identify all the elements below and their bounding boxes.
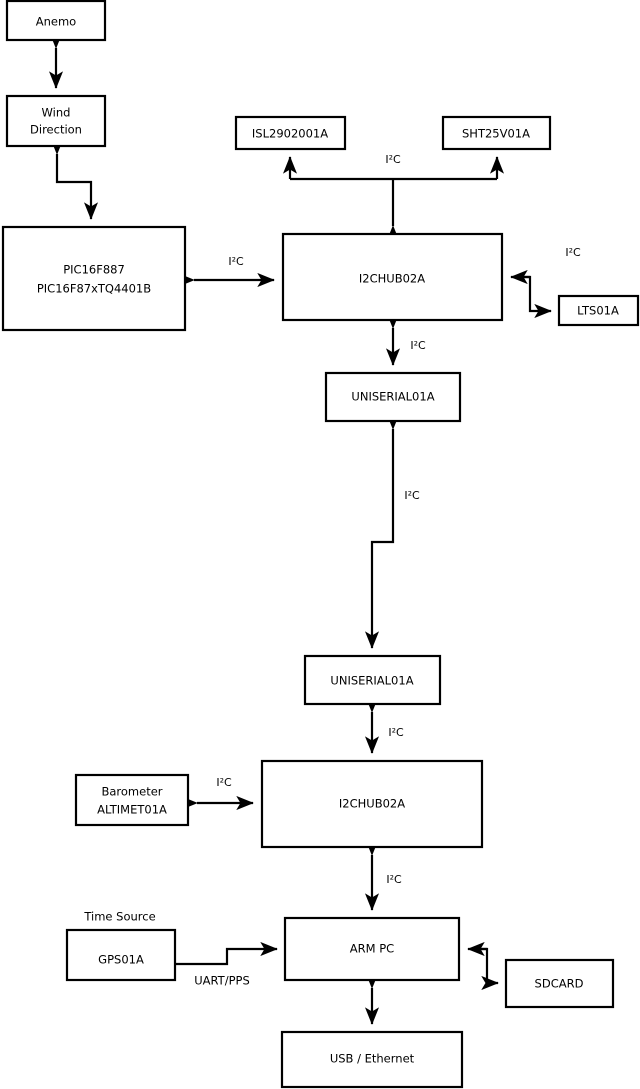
node-label-lts01a: LTS01A	[577, 304, 619, 318]
node-label-isl2902001a: ISL2902001A	[252, 127, 328, 141]
node-box[interactable]	[557, 294, 640, 327]
edge-path-to-lts	[519, 275, 552, 319]
edge-i2chub-uniserial-upper: I²C	[385, 311, 426, 366]
node-label-wind-direction-line2: Direction	[30, 123, 82, 137]
edge-label-hub-lts: I²C	[565, 246, 581, 259]
label-uart-pps: UART/PPS	[194, 974, 250, 988]
node-box[interactable]	[280, 1030, 464, 1089]
node-label-usb-ethernet: USB / Ethernet	[330, 1052, 415, 1066]
node-box[interactable]	[234, 115, 347, 151]
edge-path	[175, 941, 278, 966]
node-box[interactable]	[324, 371, 462, 423]
edge-label-barometer-hub2: I²C	[216, 776, 232, 789]
node-i2chub02a-top[interactable]: I2CHUB02A	[281, 232, 504, 322]
edge-uniserial-i2chub-lower: I²C	[364, 695, 404, 754]
edge-gps-armpc	[175, 941, 278, 966]
edge-path	[49, 137, 99, 220]
node-label-uniserial01a-upper: UNISERIAL01A	[351, 390, 434, 404]
node-wind-direction[interactable]: Wind Direction	[5, 94, 107, 148]
node-lts01a[interactable]: LTS01A	[557, 294, 640, 327]
edge-label-hub2-armpc: I²C	[386, 873, 402, 886]
edge-i2chub-lts01a: I²C	[510, 246, 581, 319]
node-gps01a[interactable]: GPS01A	[65, 928, 177, 982]
edge-barometer-i2chub-lower: I²C	[180, 776, 254, 811]
node-label-arm-pc: ARM PC	[350, 942, 394, 956]
node-anemo[interactable]: Anemo	[5, 0, 107, 42]
node-label-sdcard: SDCARD	[535, 977, 584, 991]
node-label-sht25v01a: SHT25V01A	[462, 127, 530, 141]
node-label-gps01a: GPS01A	[98, 953, 144, 967]
node-box[interactable]	[283, 916, 461, 982]
node-box[interactable]	[441, 115, 552, 151]
node-label-uniserial01a-lower: UNISERIAL01A	[330, 674, 413, 688]
node-uniserial01a-lower[interactable]: UNISERIAL01A	[303, 654, 442, 706]
edges-layer: I²C I²C I²C I²C	[48, 31, 581, 1025]
edge-i2chub-armpc: I²C	[364, 838, 402, 911]
node-uniserial01a-upper[interactable]: UNISERIAL01A	[324, 371, 462, 423]
node-box[interactable]	[1, 225, 187, 332]
edge-uniserial-uniserial-link: I²C	[364, 412, 420, 649]
node-barometer-altimet01a[interactable]: Barometer ALTIMET01A	[74, 773, 190, 827]
node-box[interactable]	[260, 759, 484, 849]
label-time-source: Time Source	[83, 910, 155, 924]
node-i2chub02a-bottom[interactable]: I2CHUB02A	[260, 759, 484, 849]
edge-i2chub-sensors-bus: I²C	[282, 153, 505, 243]
node-label-anemo: Anemo	[36, 15, 76, 29]
node-sht25v01a[interactable]: SHT25V01A	[441, 115, 552, 151]
node-box[interactable]	[504, 958, 615, 1009]
node-sdcard[interactable]: SDCARD	[504, 958, 615, 1009]
node-box[interactable]	[303, 654, 442, 706]
node-label-pic-line1: PIC16F887	[63, 263, 125, 277]
edge-path-to-sdcard	[476, 947, 499, 991]
edge-label-pic-hub: I²C	[228, 255, 244, 268]
edge-armpc-sdcard	[467, 941, 499, 991]
edge-label-hub-sensors: I²C	[385, 153, 401, 166]
node-box[interactable]	[65, 928, 177, 982]
node-label-barometer-line1: Barometer	[101, 785, 162, 799]
edge-label-uniserial-hub2: I²C	[388, 726, 404, 739]
edge-path	[364, 412, 401, 649]
node-box[interactable]	[281, 232, 504, 322]
node-usb-ethernet[interactable]: USB / Ethernet	[280, 1030, 464, 1089]
node-label-barometer-line2: ALTIMET01A	[97, 803, 167, 817]
node-label-wind-direction-line1: Wind	[42, 106, 71, 120]
node-label-pic-line2: PIC16F87xTQ4401B	[37, 282, 151, 296]
node-pic-microcontroller[interactable]: PIC16F887 PIC16F87xTQ4401B	[1, 225, 187, 332]
edge-label-uniserial-link: I²C	[404, 489, 420, 502]
node-box[interactable]	[5, 0, 107, 42]
node-box[interactable]	[74, 773, 190, 827]
edge-label-hub-uniserial: I²C	[410, 339, 426, 352]
node-label-i2chub02a-bottom: I2CHUB02A	[339, 797, 405, 811]
edge-pic-wind-direction	[49, 137, 99, 220]
node-box[interactable]	[5, 94, 107, 148]
edge-pic-i2chub-top: I²C	[177, 255, 275, 288]
free-labels-layer: Time Source UART/PPS	[83, 910, 249, 988]
node-arm-pc[interactable]: ARM PC	[283, 916, 461, 982]
node-label-i2chub02a-top: I2CHUB02A	[359, 272, 425, 286]
node-isl2902001a[interactable]: ISL2902001A	[234, 115, 347, 151]
